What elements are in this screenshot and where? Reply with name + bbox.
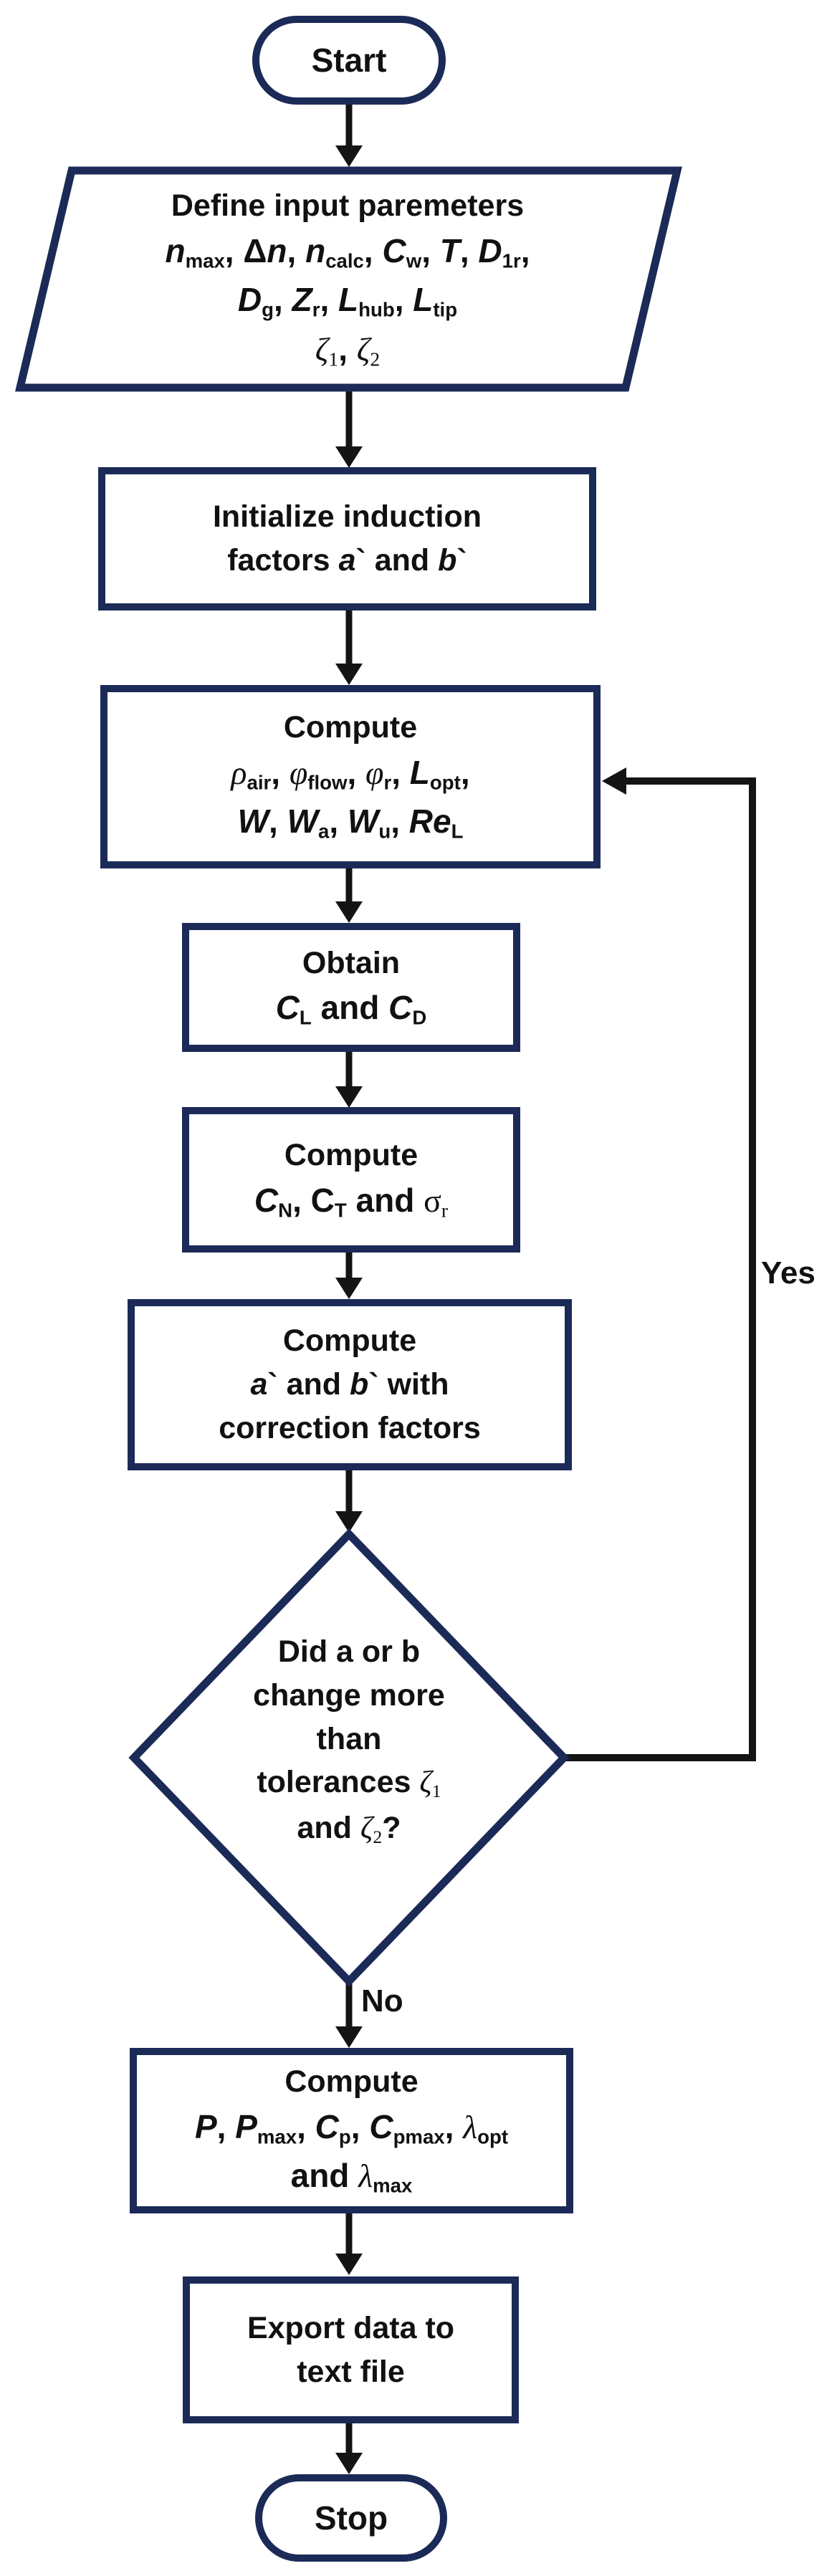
stop-node: Stop (255, 2474, 447, 2562)
define-params-line1: nmax, Δn, ncalc, Cw, T, D1r, (165, 231, 530, 272)
compute-flow-title: Compute (283, 710, 418, 745)
arrowhead-stop (335, 2453, 363, 2474)
yes-edge-label: Yes (761, 1255, 816, 1291)
decision-line5: and ζ2? (297, 1811, 401, 1848)
compute-power-line1: P, Pmax, Cp, Cpmax, λopt (194, 2107, 509, 2148)
obtain-title: Obtain (302, 945, 401, 980)
compute-correction-node: Compute a` and b` with correction factor… (128, 1299, 572, 1470)
compute-correction-line1: a` and b` with (250, 1367, 449, 1402)
decision-diamond-shape (128, 1528, 570, 1987)
define-parallelogram-shape (15, 166, 682, 392)
compute-coeff-node: Compute CN, CT and σr (182, 1107, 520, 1253)
compute-correction-line2: correction factors (219, 1410, 481, 1445)
start-label: Start (311, 42, 387, 79)
define-title: Define input paremeters (171, 188, 525, 224)
arrowhead-compute1 (335, 664, 363, 685)
define-params-line3: ζ1, ζ2 (315, 330, 381, 370)
stop-label: Stop (314, 2499, 388, 2537)
compute-coeff-line: CN, CT and σr (254, 1181, 449, 1222)
compute-flow-node: Compute ρair, φflow, φr, Lopt, W, Wa, Wu… (100, 685, 601, 868)
arrowhead-obtain (335, 901, 363, 923)
decision-line4: tolerances ζ1 (257, 1765, 441, 1802)
compute-power-line2: and λmax (290, 2156, 413, 2197)
compute-flow-line2: W, Wa, Wu, ReL (237, 803, 464, 843)
arrowhead-define (335, 145, 363, 167)
decision-line2: change more (253, 1677, 445, 1713)
arrowhead-compute3 (335, 1278, 363, 1299)
arrowhead-export (335, 2254, 363, 2275)
arrowhead-yes-loop (602, 767, 626, 795)
arrowhead-init (335, 446, 363, 468)
decision-node: Did a or b change more than tolerances ζ… (184, 1612, 514, 1870)
export-line2: text file (297, 2354, 405, 2389)
initialize-node: Initialize induction factors a` and b` (98, 467, 596, 611)
export-node: Export data to text file (183, 2276, 519, 2423)
obtain-node: Obtain CL and CD (182, 923, 520, 1052)
compute-coeff-title: Compute (284, 1138, 418, 1172)
export-line1: Export data to (247, 2310, 455, 2345)
decision-line1: Did a or b (277, 1634, 421, 1670)
start-node: Start (252, 16, 446, 105)
define-params-line2: Dg, Zr, Lhub, Ltip (237, 281, 458, 321)
no-edge-label: No (361, 1983, 403, 2019)
compute-correction-title: Compute (282, 1323, 417, 1359)
obtain-line: CL and CD (275, 989, 427, 1029)
arrowhead-compute2 (335, 1086, 363, 1108)
initialize-line2: factors a` and b` (227, 543, 467, 578)
define-node: Define input paremeters nmax, Δn, ncalc,… (43, 178, 652, 381)
compute-power-node: Compute P, Pmax, Cp, Cpmax, λopt and λma… (130, 2048, 573, 2213)
initialize-line1: Initialize induction (212, 499, 482, 535)
compute-flow-line1: ρair, φflow, φr, Lopt, (231, 754, 470, 794)
edge-yes-loop (564, 777, 756, 1761)
arrowhead-decision (335, 1511, 363, 1533)
decision-line3: than (316, 1721, 382, 1756)
arrowhead-compute4 (335, 2026, 363, 2048)
compute-power-title: Compute (284, 2064, 418, 2099)
